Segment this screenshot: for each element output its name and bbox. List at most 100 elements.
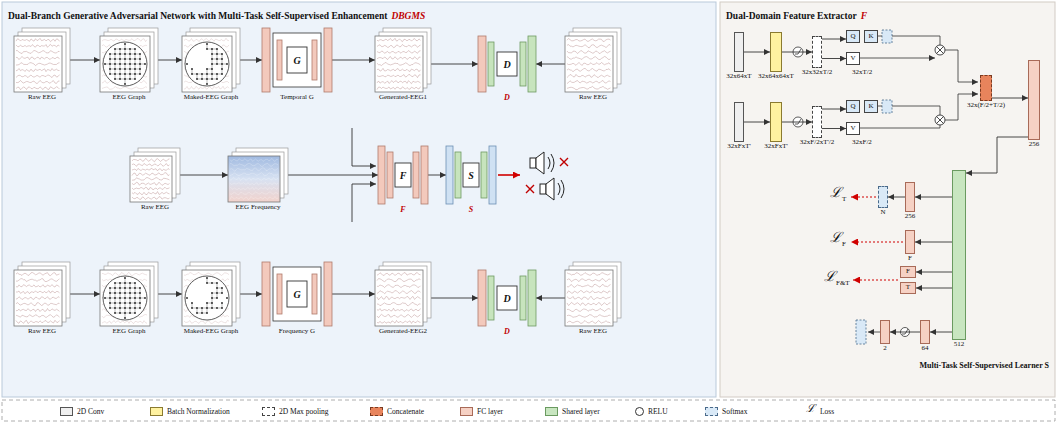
graph-art bbox=[124, 287, 126, 289]
disc-art bbox=[520, 276, 526, 320]
mgraph-art bbox=[207, 74, 212, 75]
graph-art bbox=[120, 59, 121, 64]
graph-art bbox=[125, 278, 126, 283]
graph-art bbox=[140, 54, 141, 59]
panel-title: Dual-Domain Feature Extractor bbox=[726, 11, 857, 21]
graph-art bbox=[135, 288, 136, 293]
block-letter: G bbox=[293, 55, 300, 66]
left-panel-ground bbox=[2, 2, 716, 397]
block-label: Generated-EEG1 bbox=[379, 94, 427, 102]
graph-art bbox=[129, 292, 131, 294]
stack-art bbox=[565, 36, 613, 92]
mgraph-art bbox=[216, 297, 218, 299]
connector bbox=[332, 60, 375, 61]
stack-art bbox=[377, 81, 421, 84]
connector bbox=[288, 175, 378, 176]
stack-art bbox=[132, 197, 170, 200]
legend-item: Softmax bbox=[705, 403, 747, 419]
stack-art bbox=[16, 56, 60, 59]
speaker-icon bbox=[530, 158, 536, 168]
mgraph-art bbox=[182, 270, 232, 326]
mgraph-art bbox=[217, 59, 222, 60]
stack-art bbox=[377, 68, 421, 71]
attention-lines bbox=[945, 50, 978, 82]
stack-art bbox=[16, 75, 60, 78]
attention-lines bbox=[860, 58, 935, 59]
mgraph-art bbox=[216, 63, 218, 65]
graph-art bbox=[125, 298, 126, 303]
graph-art bbox=[109, 297, 111, 299]
graph-art bbox=[120, 74, 121, 79]
speaker-icon bbox=[548, 157, 550, 169]
graph-art bbox=[119, 302, 121, 304]
graph-art bbox=[135, 308, 136, 313]
graph-art bbox=[115, 303, 120, 304]
stack-art bbox=[132, 182, 170, 185]
stack-art bbox=[567, 81, 611, 84]
connector bbox=[536, 298, 565, 299]
graph-art bbox=[130, 283, 135, 284]
graph-art bbox=[115, 283, 116, 288]
legend-swatch bbox=[370, 407, 383, 416]
block-label: Frequency G bbox=[279, 328, 315, 336]
mgraph-art bbox=[217, 283, 218, 288]
mgraph-art bbox=[212, 283, 217, 284]
stack-art bbox=[567, 315, 611, 318]
stack-art bbox=[567, 284, 611, 287]
value-box: V bbox=[846, 52, 860, 65]
block-label: EEG Graph bbox=[113, 94, 146, 102]
connectors bbox=[70, 39, 1028, 332]
freq-art bbox=[230, 168, 278, 172]
graph-art bbox=[125, 59, 130, 60]
connector bbox=[158, 294, 182, 295]
panel-heading: Dual-Domain Feature ExtractorF bbox=[726, 5, 867, 23]
mgraph-art bbox=[222, 64, 227, 65]
graph-art bbox=[125, 288, 126, 293]
mgraph-art bbox=[192, 308, 197, 309]
graph-art bbox=[114, 73, 116, 75]
connector bbox=[888, 197, 905, 198]
stack-art bbox=[567, 38, 611, 41]
learner-block: SS bbox=[446, 146, 496, 204]
graph-art bbox=[125, 308, 130, 309]
gen-art bbox=[273, 33, 321, 87]
graph-art bbox=[120, 298, 125, 299]
legend-item: RELU bbox=[635, 403, 668, 419]
output-arrow bbox=[498, 174, 520, 176]
block-letter: Q bbox=[850, 103, 855, 111]
stack-art bbox=[132, 168, 170, 171]
extractor-panel: Dual-Domain Feature ExtractorF32x64xT32x… bbox=[720, 2, 1055, 397]
stack-art bbox=[16, 50, 60, 53]
mgraph-art bbox=[212, 49, 217, 50]
stack-art bbox=[132, 177, 170, 180]
graph-art bbox=[115, 303, 116, 308]
mgraph-art bbox=[207, 303, 208, 308]
multiply-symbol bbox=[937, 47, 944, 54]
mgraph-art bbox=[212, 74, 217, 75]
mgraph-art bbox=[207, 74, 208, 79]
disc-art bbox=[497, 286, 517, 310]
disc-art bbox=[488, 42, 494, 86]
eeg-stack: Raw EEG bbox=[14, 28, 70, 92]
mgraph-art bbox=[217, 54, 222, 55]
mgraph-art bbox=[216, 78, 218, 80]
stack-art bbox=[567, 302, 611, 305]
graph-art bbox=[110, 288, 111, 293]
graph-art bbox=[110, 308, 115, 309]
graph-art bbox=[115, 298, 120, 299]
stack-art bbox=[16, 297, 60, 300]
graph-art bbox=[120, 64, 121, 69]
mgraph-art bbox=[221, 287, 223, 289]
graph-art bbox=[139, 307, 141, 309]
graph-art bbox=[119, 48, 121, 50]
graph-art bbox=[139, 68, 141, 70]
graph-art bbox=[100, 36, 150, 92]
mgraph-art bbox=[184, 272, 229, 275]
stack-art bbox=[130, 148, 180, 202]
graph-art bbox=[139, 73, 141, 75]
stack-art bbox=[16, 273, 60, 276]
graph-art bbox=[119, 63, 121, 65]
graph-art bbox=[130, 79, 135, 80]
graph-art bbox=[120, 283, 121, 288]
connector bbox=[822, 58, 846, 59]
